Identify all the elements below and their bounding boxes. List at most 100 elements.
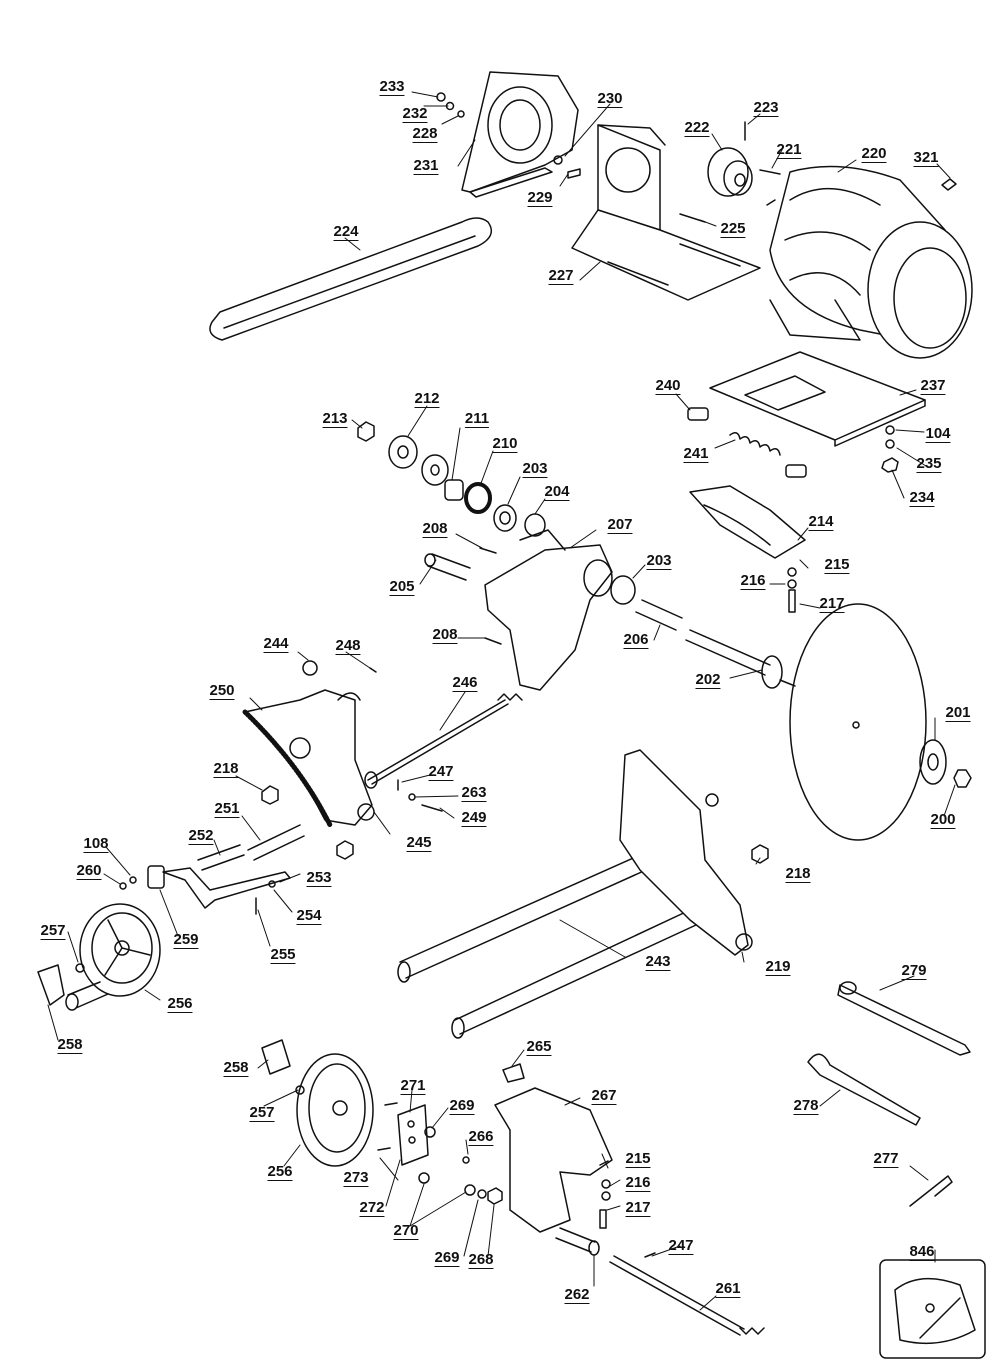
part-motor — [766, 165, 973, 359]
part-motor-plate — [709, 351, 926, 447]
part-label-215a[interactable]: 215 — [824, 556, 850, 574]
part-label-252[interactable]: 252 — [188, 827, 214, 845]
part-small-screws — [119, 876, 137, 890]
part-label-211[interactable]: 211 — [464, 410, 490, 428]
part-label-258b[interactable]: 258 — [223, 1059, 249, 1077]
part-label-204[interactable]: 204 — [544, 483, 570, 501]
part-label-215b[interactable]: 215 — [625, 1150, 651, 1168]
part-label-268[interactable]: 268 — [468, 1251, 494, 1269]
part-label-255[interactable]: 255 — [270, 946, 296, 964]
part-label-235[interactable]: 235 — [916, 455, 942, 473]
part-label-225[interactable]: 225 — [720, 220, 746, 238]
part-label-203b[interactable]: 203 — [646, 552, 672, 570]
part-label-229[interactable]: 229 — [527, 189, 553, 207]
part-label-203a[interactable]: 203 — [522, 460, 548, 478]
part-label-269a[interactable]: 269 — [449, 1097, 475, 1115]
part-lower-bracket — [494, 1063, 613, 1233]
part-label-216b[interactable]: 216 — [625, 1174, 651, 1192]
part-label-218b[interactable]: 218 — [785, 865, 811, 883]
part-label-200[interactable]: 200 — [930, 811, 956, 829]
part-label-271[interactable]: 271 — [400, 1077, 426, 1095]
part-label-208b[interactable]: 208 — [432, 626, 458, 644]
part-label-321[interactable]: 321 — [913, 149, 939, 167]
part-label-224[interactable]: 224 — [333, 223, 359, 241]
part-label-253[interactable]: 253 — [306, 869, 332, 887]
part-label-206[interactable]: 206 — [623, 631, 649, 649]
part-label-214[interactable]: 214 — [808, 513, 834, 531]
part-label-217b[interactable]: 217 — [625, 1199, 651, 1217]
part-label-234[interactable]: 234 — [909, 489, 935, 507]
part-label-202[interactable]: 202 — [695, 671, 721, 689]
part-motor-pulley — [679, 121, 781, 223]
part-label-248[interactable]: 248 — [335, 637, 361, 655]
part-label-221[interactable]: 221 — [776, 141, 802, 159]
part-arbor-bracket — [484, 529, 613, 691]
part-label-243[interactable]: 243 — [645, 953, 671, 971]
part-label-233[interactable]: 233 — [379, 78, 405, 96]
part-label-212[interactable]: 212 — [414, 390, 440, 408]
part-label-256a[interactable]: 256 — [167, 995, 193, 1013]
part-label-247a[interactable]: 247 — [428, 763, 454, 781]
part-collar-hardware — [261, 771, 443, 860]
part-label-256b[interactable]: 256 — [267, 1163, 293, 1181]
part-arbor-shaft — [610, 575, 796, 689]
part-label-223[interactable]: 223 — [753, 99, 779, 117]
part-label-217a[interactable]: 217 — [819, 595, 845, 613]
part-label-208a[interactable]: 208 — [422, 520, 448, 538]
part-label-267[interactable]: 267 — [591, 1087, 617, 1105]
part-label-232[interactable]: 232 — [402, 105, 428, 123]
part-label-222[interactable]: 222 — [684, 119, 710, 137]
part-label-250[interactable]: 250 — [209, 682, 235, 700]
part-label-262[interactable]: 262 — [564, 1286, 590, 1304]
part-label-247b[interactable]: 247 — [668, 1237, 694, 1255]
part-label-251[interactable]: 251 — [214, 800, 240, 818]
part-label-277[interactable]: 277 — [873, 1150, 899, 1168]
part-label-228[interactable]: 228 — [412, 125, 438, 143]
part-label-258a[interactable]: 258 — [57, 1036, 83, 1054]
part-label-245[interactable]: 245 — [406, 834, 432, 852]
part-label-216a[interactable]: 216 — [740, 572, 766, 590]
part-label-254[interactable]: 254 — [296, 907, 322, 925]
part-label-227[interactable]: 227 — [548, 267, 574, 285]
part-label-263[interactable]: 263 — [461, 784, 487, 802]
part-label-220[interactable]: 220 — [861, 145, 887, 163]
part-label-240[interactable]: 240 — [655, 377, 681, 395]
part-label-257b[interactable]: 257 — [249, 1104, 275, 1122]
part-spring-assembly — [687, 407, 899, 478]
part-label-257a[interactable]: 257 — [40, 922, 66, 940]
part-label-244[interactable]: 244 — [263, 635, 289, 653]
part-stud-nut — [553, 155, 581, 179]
part-label-104[interactable]: 104 — [925, 425, 951, 443]
part-label-230[interactable]: 230 — [597, 90, 623, 108]
part-lower-shaft — [555, 1227, 765, 1336]
part-lock-hardware — [377, 1102, 503, 1205]
part-label-269b[interactable]: 269 — [434, 1249, 460, 1267]
part-label-249[interactable]: 249 — [461, 809, 487, 827]
part-label-261[interactable]: 261 — [715, 1280, 741, 1298]
part-label-108[interactable]: 108 — [83, 835, 109, 853]
part-label-201[interactable]: 201 — [945, 704, 971, 722]
part-label-265[interactable]: 265 — [526, 1038, 552, 1056]
part-label-231[interactable]: 231 — [413, 157, 439, 175]
part-label-218a[interactable]: 218 — [213, 760, 239, 778]
part-label-273[interactable]: 273 — [343, 1169, 369, 1187]
part-label-210[interactable]: 210 — [492, 435, 518, 453]
part-label-205[interactable]: 205 — [389, 578, 415, 596]
part-label-279[interactable]: 279 — [901, 962, 927, 980]
part-label-237[interactable]: 237 — [920, 377, 946, 395]
part-label-270[interactable]: 270 — [393, 1222, 419, 1240]
part-label-259[interactable]: 259 — [173, 931, 199, 949]
part-label-266[interactable]: 266 — [468, 1128, 494, 1146]
part-label-278[interactable]: 278 — [793, 1097, 819, 1115]
part-label-241[interactable]: 241 — [683, 445, 709, 463]
part-blade-guard-bracket — [689, 485, 806, 613]
part-label-219[interactable]: 219 — [765, 958, 791, 976]
part-tilt-gear — [242, 660, 377, 828]
part-label-272[interactable]: 272 — [359, 1199, 385, 1217]
part-label-246[interactable]: 246 — [452, 674, 478, 692]
part-label-207[interactable]: 207 — [607, 516, 633, 534]
part-label-846[interactable]: 846 — [909, 1243, 935, 1261]
part-label-213[interactable]: 213 — [322, 410, 348, 428]
part-label-260[interactable]: 260 — [76, 862, 102, 880]
